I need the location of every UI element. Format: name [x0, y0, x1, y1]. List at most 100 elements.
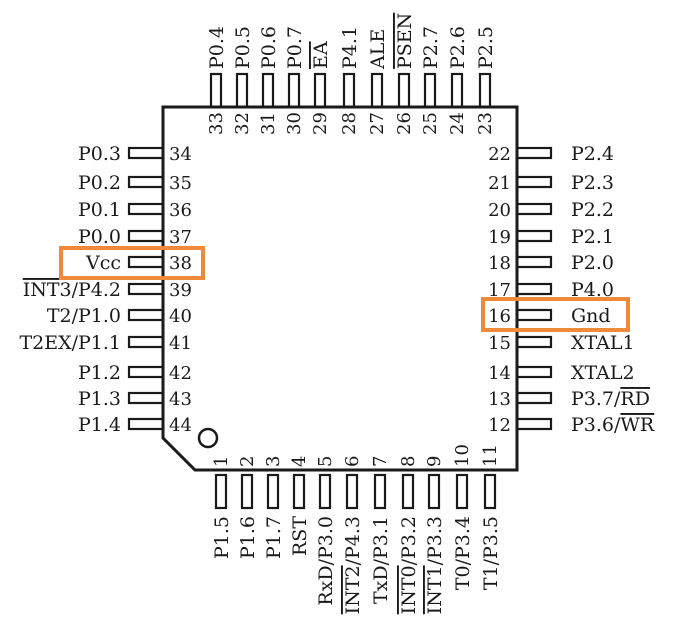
pin-lead — [240, 473, 254, 510]
pin-35-p0-2: 35 P0.2 — [78, 172, 192, 194]
pin-number: 23 — [475, 112, 496, 135]
pin-label: P2.6 — [447, 26, 469, 69]
pin-label: P2.7 — [420, 26, 442, 69]
pin-label-part: P3.7/ — [571, 388, 621, 410]
pin-label: P2.0 — [571, 252, 614, 274]
pin-label-part: P1.5 — [211, 516, 233, 559]
pin-number: 35 — [169, 173, 192, 194]
pin-lead — [127, 417, 165, 431]
pin-label-part: P1.4 — [78, 414, 121, 436]
pin-lead — [515, 146, 553, 160]
pin-label-part: P0.4 — [206, 26, 228, 69]
pin-number: 21 — [488, 173, 511, 194]
pin-label-part: ALE — [367, 29, 389, 70]
pin-label: P2.4 — [571, 143, 614, 165]
pin-lead — [397, 72, 411, 109]
pin-label-part: P4.0 — [571, 279, 614, 301]
pin-number: 24 — [447, 112, 468, 135]
pin-lead — [127, 175, 165, 189]
pin-label-part: P0.6 — [258, 26, 280, 69]
pin-number: 14 — [488, 363, 511, 384]
pin-lead — [287, 72, 301, 109]
left-pins: 34P0.335P0.236P0.137P0.038Vcc39INT3/P4.2… — [19, 143, 191, 436]
pin-lead — [127, 202, 165, 216]
pin-number: 8 — [398, 456, 419, 467]
pin-number: 12 — [488, 415, 511, 436]
pin-label-part: P2.5 — [475, 26, 497, 69]
pin-16-gnd: 16 Gnd — [488, 305, 610, 327]
pin-number: 11 — [480, 444, 501, 467]
pin-label-overlined-part: RD — [620, 388, 650, 410]
pin-lead — [127, 308, 165, 322]
pin-lead — [127, 255, 165, 269]
pin-label: P1.4 — [78, 414, 121, 436]
pin-number: 10 — [452, 444, 473, 467]
pin-43-p1-3: 43 P1.3 — [78, 388, 192, 410]
highlight-boxes — [59, 246, 630, 332]
pin-number: 39 — [169, 280, 192, 301]
highlight-box-gnd — [481, 297, 630, 332]
bottom-pins: 1P1.52P1.63P1.74RST5RxD/P3.06INT2/P4.37T… — [211, 444, 502, 614]
pin-label-overlined-part: INT0 — [398, 565, 420, 614]
pin-lead — [318, 473, 332, 510]
pin-number: 41 — [169, 333, 192, 354]
pin-lead — [515, 175, 553, 189]
pin-label-part: P0.0 — [78, 226, 121, 248]
pin-label: INT0/P3.2 — [398, 516, 420, 614]
pin-lead — [515, 417, 553, 431]
pin-label: INT2/P4.3 — [342, 516, 364, 614]
pin-number: 2 — [237, 456, 258, 467]
pin-lead — [450, 72, 464, 109]
pin-label: P0.5 — [232, 26, 254, 69]
pin-label-part: Gnd — [571, 305, 611, 327]
pin-label-part: /P3.2 — [398, 516, 420, 565]
pin-number: 18 — [488, 253, 511, 274]
pin-label-part: P2.4 — [571, 143, 614, 165]
pin-label-overlined-part: PSEN — [394, 13, 416, 69]
pin-label-part: TxD/P3.1 — [370, 516, 392, 604]
pin-label: Gnd — [571, 305, 611, 327]
pin-lead — [127, 365, 165, 379]
pin-label-part: RST — [289, 516, 311, 556]
pin-label: P0.1 — [78, 199, 121, 221]
pin-lead — [515, 365, 553, 379]
pin-number: 17 — [488, 280, 511, 301]
pin-label: P2.2 — [571, 199, 614, 221]
pin-label-part: P0.2 — [78, 172, 121, 194]
pin-label-part: P0.3 — [78, 143, 121, 165]
pin-label: P0.6 — [258, 26, 280, 69]
pin-label: T2EX/P1.1 — [19, 332, 121, 354]
pin-label: P1.5 — [211, 516, 233, 559]
pin-label: P4.0 — [571, 279, 614, 301]
pin-label: P1.6 — [237, 516, 259, 559]
pin-lead — [455, 473, 469, 510]
pin-label-part: P2.1 — [571, 226, 614, 248]
pin-number: 43 — [169, 389, 192, 410]
pin-label: RxD/P3.0 — [315, 516, 337, 606]
pin-number: 37 — [169, 227, 192, 248]
pin-label: P0.3 — [78, 143, 121, 165]
pin-label-part: P1.3 — [78, 388, 121, 410]
top-pins: 33P0.432P0.531P0.630P0.729EA28P4.127ALE2… — [206, 13, 497, 135]
pin-label: T2/P1.0 — [47, 305, 121, 327]
pin-label: INT1/P3.3 — [424, 516, 446, 614]
pin-label-part: /P3.3 — [424, 516, 446, 565]
pin-number: 16 — [488, 306, 511, 327]
pin-label: P0.4 — [206, 26, 228, 69]
pin-label-overlined-part: INT3 — [23, 279, 72, 301]
pin-label: P2.1 — [571, 226, 614, 248]
